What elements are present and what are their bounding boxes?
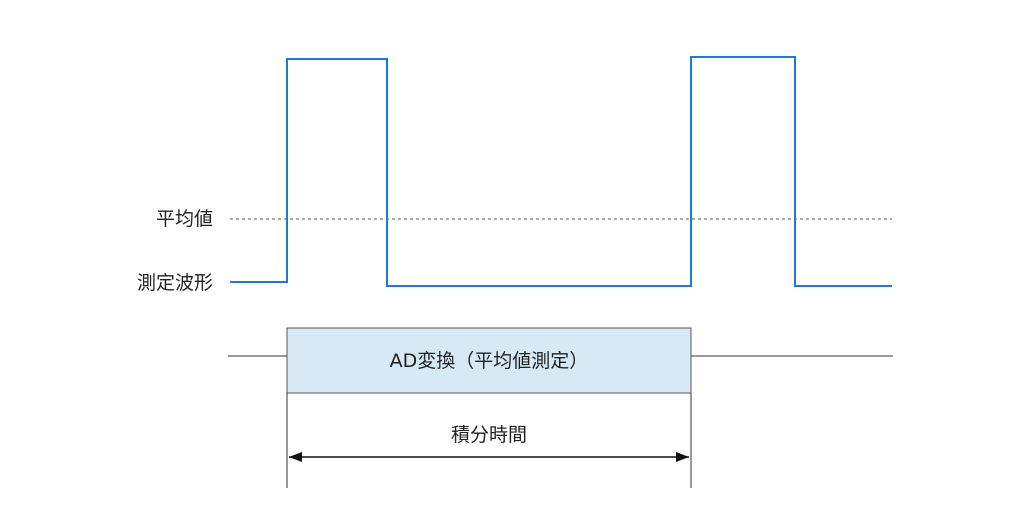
ad-conversion-box: [286, 327, 692, 394]
average-label: 平均値: [156, 208, 213, 230]
integration-time-label: 積分時間: [451, 424, 527, 446]
measured-waveform-label: 測定波形: [137, 272, 213, 294]
ad-conversion-label: AD変換（平均値測定）: [390, 350, 589, 372]
measured-waveform-line: [230, 56, 892, 287]
